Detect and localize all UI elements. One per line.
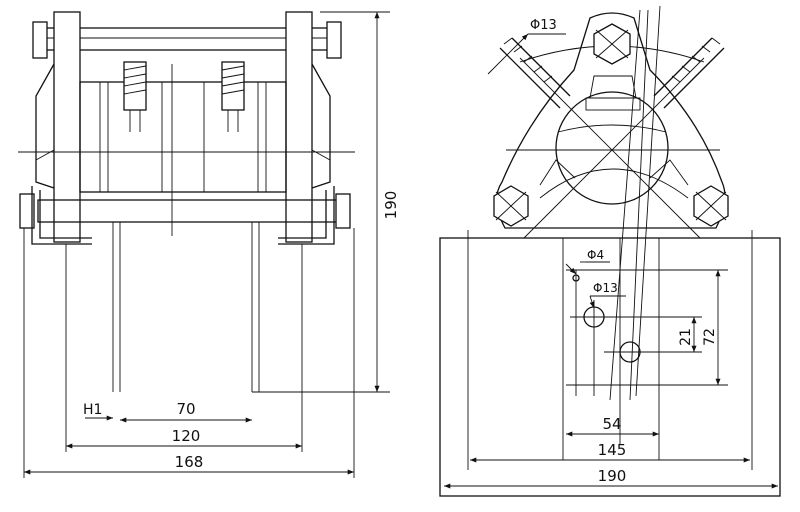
dim-label-70: 70 [176,400,195,418]
dim-label-190: 190 [382,191,400,220]
right-arm [653,37,725,109]
right-bolt-nut [693,185,729,227]
side-view: Φ13 Φ4 Φ13 21 72 [439,5,781,497]
dim-label-phi13-hole: Φ13 [593,281,618,295]
right-bracket [278,186,335,245]
left-side-plate [53,11,81,243]
dim-label-145: 145 [598,441,627,459]
top-bolt-nut [593,23,631,65]
dim-label-21: 21 [678,328,694,346]
dim-label-168: 168 [175,453,204,471]
central-hub [555,91,669,205]
dim-label-h1: H1 [83,402,102,418]
spring-left [123,61,147,132]
bottom-left-bolt [19,193,35,229]
dim-label-phi4: Φ4 [587,248,604,262]
dim-label-190-bottom: 190 [598,467,627,485]
left-bracket [31,186,92,245]
left-housing [35,63,55,189]
spring-right [221,61,245,132]
front-view: 190 H1 70 120 168 [18,11,400,478]
right-side-plate [285,11,313,243]
left-bolt-nut [493,185,529,227]
dim-label-54: 54 [602,415,621,433]
dim-label-72: 72 [702,328,718,346]
bottom-right-bolt [335,193,351,229]
dim-label-phi13-top: Φ13 [530,18,557,33]
dim-label-120: 120 [172,427,201,445]
coil-body [79,81,287,193]
right-housing [311,63,331,189]
left-arm [499,37,571,109]
top-left-bolt [32,21,48,59]
top-right-bolt [326,21,342,59]
